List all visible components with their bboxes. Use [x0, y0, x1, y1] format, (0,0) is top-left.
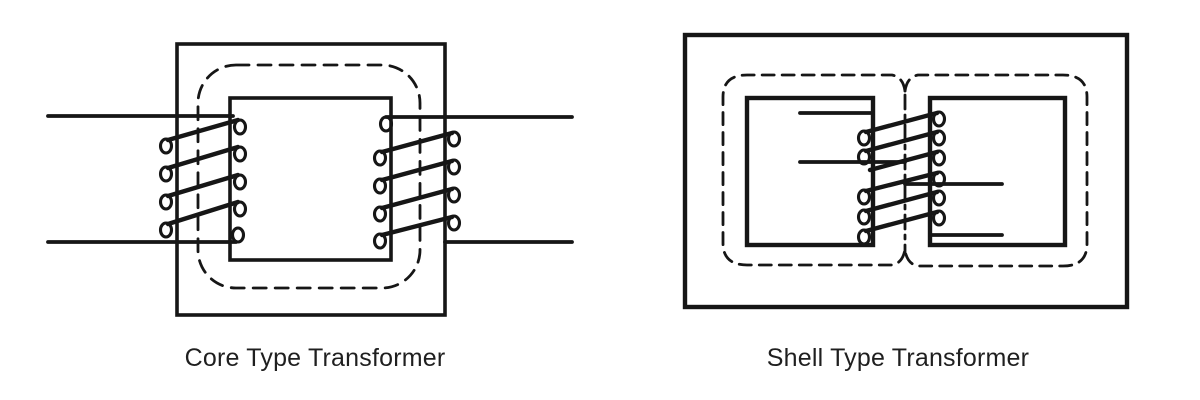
core-right-winding-loops [372, 115, 462, 250]
core-lead-lines [46, 114, 574, 244]
winding-loop [856, 188, 872, 206]
winding-loop [230, 226, 246, 244]
shell-central-winding [856, 110, 947, 246]
core-flux-path-dashed [196, 63, 422, 290]
winding-loop [931, 110, 947, 128]
winding-turn [863, 209, 940, 234]
winding-turn [863, 170, 940, 194]
shell-lead-lines [798, 111, 1004, 237]
winding-turn [379, 214, 455, 238]
winding-turn [165, 117, 241, 143]
winding-loop [158, 137, 174, 155]
shell-type-diagram [682, 32, 1130, 310]
winding-loop [931, 149, 947, 167]
winding-turn [379, 158, 455, 183]
winding-turn [867, 149, 940, 173]
shell-right-window [927, 95, 1068, 248]
winding-loop [232, 118, 248, 136]
winding-loop [158, 221, 174, 239]
winding-loop [158, 165, 174, 183]
core-right-winding-turns [379, 130, 455, 238]
core-window [228, 96, 393, 262]
winding-turn [863, 110, 940, 135]
core-type-caption: Core Type Transformer [184, 344, 446, 372]
shell-flux-path-right-dashed [903, 73, 1089, 268]
winding-turn [379, 186, 455, 211]
shell-outer-boundary [682, 32, 1130, 310]
winding-turn [165, 144, 241, 171]
winding-loop [931, 170, 947, 188]
winding-loop [931, 189, 947, 207]
shell-flux-paths [721, 73, 1089, 268]
winding-loop [856, 129, 872, 147]
winding-loop [372, 232, 388, 250]
winding-loop [856, 228, 872, 246]
winding-loop [232, 145, 248, 163]
winding-loop [232, 200, 248, 218]
winding-loop [446, 186, 462, 204]
winding-turn [165, 199, 241, 227]
core-left-winding [158, 117, 248, 244]
winding-turn [863, 189, 940, 214]
winding-loop [856, 208, 872, 226]
core-left-winding-loops [158, 118, 248, 244]
winding-loop [856, 148, 872, 166]
winding-loop [158, 193, 174, 211]
core-left-winding-turns [165, 117, 241, 227]
core-type-diagram [46, 42, 574, 317]
core-outer-boundary [175, 42, 447, 317]
shell-winding-loops [856, 110, 947, 246]
winding-turn [379, 130, 455, 155]
winding-turn [165, 172, 241, 199]
winding-turn [863, 129, 940, 154]
winding-loop [232, 173, 248, 191]
winding-loop [378, 115, 394, 133]
winding-loop [931, 129, 947, 147]
winding-loop [446, 130, 462, 148]
winding-loop [446, 158, 462, 176]
core-right-winding [372, 115, 462, 250]
winding-loop [372, 177, 388, 195]
winding-loop [931, 209, 947, 227]
winding-loop [372, 205, 388, 223]
winding-loop [372, 149, 388, 167]
shell-winding-turns [863, 110, 940, 234]
shell-left-window [744, 95, 876, 248]
shell-type-caption: Shell Type Transformer [766, 344, 1030, 372]
winding-loop [446, 214, 462, 232]
